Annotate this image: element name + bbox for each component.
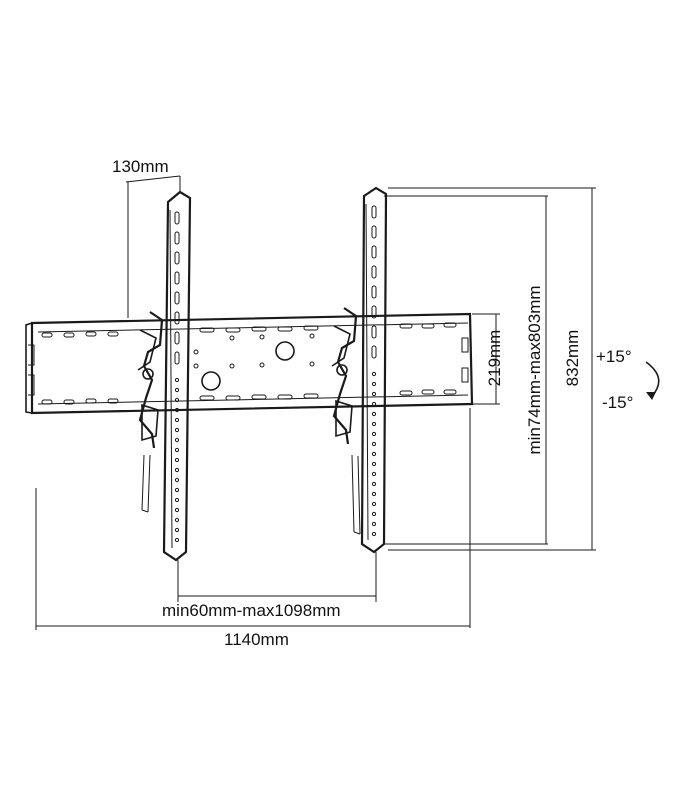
tilt-up-label: +15° [596, 347, 632, 366]
right-arm-holes [371, 371, 377, 537]
arm-height-label: 832mm [563, 330, 582, 387]
vesa-vertical-dimension [384, 195, 548, 545]
bracket-height-dimension [472, 313, 500, 405]
depth-dimension [125, 175, 181, 318]
total-width-label: 1140mm [224, 630, 289, 649]
tilt-down-label: -15° [602, 393, 633, 412]
vesa-vertical-label: min74mm-max803mm [525, 285, 544, 454]
depth-label: 130mm [112, 157, 169, 176]
bracket-height-label: 219mm [485, 330, 504, 387]
total-width-dimension [35, 408, 471, 630]
mount-hole-right [275, 341, 295, 361]
small-holes [193, 333, 315, 369]
right-tilt-mechanism [331, 307, 361, 535]
right-vertical-arm [360, 186, 388, 554]
left-arm-slots [174, 211, 180, 365]
mount-hole-left [201, 371, 221, 391]
left-tilt-mechanism [137, 311, 164, 513]
arm-height-dimension [388, 187, 596, 551]
vesa-horizontal-label: min60mm-max1098mm [162, 601, 341, 620]
wall-plate [25, 312, 474, 415]
vesa-horizontal-dimension [177, 552, 377, 602]
lower-slot-row [41, 389, 457, 405]
left-arm-holes [174, 377, 180, 543]
tilt-arrow-icon [645, 361, 660, 400]
left-vertical-arm [162, 190, 192, 562]
right-arm-slots [371, 205, 377, 359]
upper-slot-row [41, 322, 457, 338]
